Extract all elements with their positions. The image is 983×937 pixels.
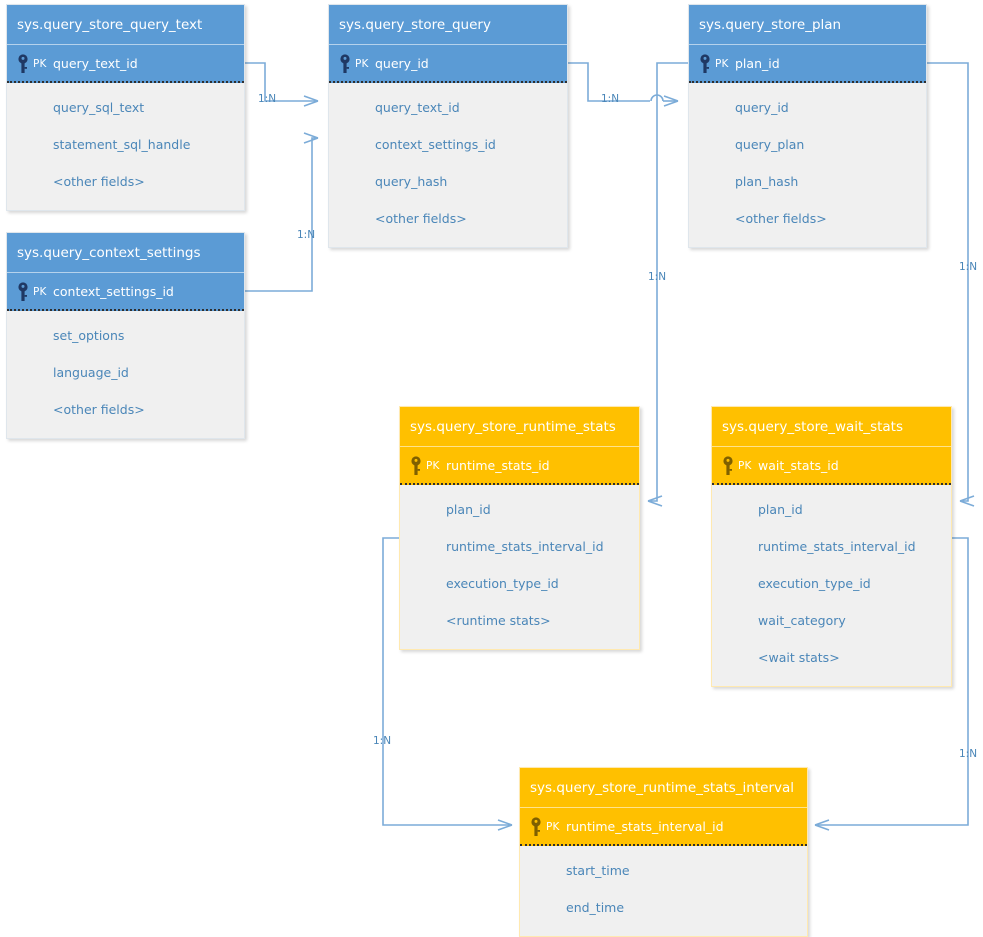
key-icon [339,45,351,83]
field-row: plan_id [758,502,803,517]
primary-key-row[interactable]: PK plan_id [689,45,926,83]
entity-query-store-plan[interactable]: sys.query_store_plan PK plan_id query_id… [688,4,927,248]
entity-query-store-query-text[interactable]: sys.query_store_query_text PK query_text… [6,4,245,211]
pk-tag: PK [738,460,752,472]
cardinality-label-r3: 1:N [601,93,620,105]
entity-query-store-wait-stats[interactable]: sys.query_store_wait_stats PK wait_stats… [711,406,952,687]
key-icon [410,447,422,485]
entity-query-store-runtime-stats[interactable]: sys.query_store_runtime_stats PK runtime… [399,406,640,650]
pk-tag: PK [33,286,47,298]
field-row: language_id [53,365,129,380]
pk-field-name: runtime_stats_id [446,458,550,473]
field-row: <wait stats> [758,650,840,665]
field-row: runtime_stats_interval_id [446,539,604,554]
field-row: context_settings_id [375,137,496,152]
entity-title: sys.query_store_runtime_stats [400,407,639,447]
cardinality-label-r5: 1:N [959,261,978,273]
field-row: execution_type_id [758,576,871,591]
key-icon [722,447,734,485]
pk-field-name: wait_stats_id [758,458,839,473]
pk-field-name: query_text_id [53,56,138,71]
field-row: query_text_id [375,100,460,115]
field-list: plan_id runtime_stats_interval_id execut… [400,485,639,649]
pk-tag: PK [546,821,560,833]
key-icon [530,808,542,846]
entity-title: sys.query_store_query_text [7,5,244,45]
field-row: <other fields> [375,211,467,226]
pk-tag: PK [355,58,369,70]
entity-query-store-runtime-stats-interval[interactable]: sys.query_store_runtime_stats_interval P… [519,767,808,937]
field-row: runtime_stats_interval_id [758,539,916,554]
field-row: set_options [53,328,125,343]
key-icon [699,45,711,83]
field-row: end_time [566,900,625,915]
field-row: query_sql_text [53,100,145,115]
field-row: query_plan [735,137,805,152]
entity-title: sys.query_store_runtime_stats_interval [520,768,807,808]
pk-field-name: plan_id [735,56,780,71]
primary-key-row[interactable]: PK query_id [329,45,567,83]
field-row: query_id [735,100,789,115]
pk-tag: PK [33,58,47,70]
entity-query-context-settings[interactable]: sys.query_context_settings PK context_se… [6,232,245,439]
primary-key-row[interactable]: PK wait_stats_id [712,447,951,485]
field-row: start_time [566,863,630,878]
entity-title: sys.query_store_wait_stats [712,407,951,447]
field-list: set_options language_id <other fields> [7,311,244,438]
primary-key-row[interactable]: PK query_text_id [7,45,244,83]
field-row: wait_category [758,613,846,628]
field-list: query_id query_plan plan_hash <other fie… [689,83,926,247]
field-list: start_time end_time [520,846,807,936]
entity-title: sys.query_store_query [329,5,567,45]
entity-title: sys.query_store_plan [689,5,926,45]
entity-title: sys.query_context_settings [7,233,244,273]
field-list: query_sql_text statement_sql_handle <oth… [7,83,244,210]
pk-field-name: context_settings_id [53,284,174,299]
field-list: query_text_id context_settings_id query_… [329,83,567,247]
cardinality-label-r6: 1:N [373,735,392,747]
entity-query-store-query[interactable]: sys.query_store_query PK query_id query_… [328,4,568,248]
field-list: plan_id runtime_stats_interval_id execut… [712,485,951,686]
cardinality-label-r4: 1:N [648,271,667,283]
field-row: query_hash [375,174,448,189]
key-icon [17,45,29,83]
field-row: plan_hash [735,174,799,189]
cardinality-label-r2: 1:N [297,229,316,241]
field-row: <other fields> [53,402,145,417]
pk-tag: PK [426,460,440,472]
cardinality-label-r7: 1:N [959,748,978,760]
primary-key-row[interactable]: PK runtime_stats_interval_id [520,808,807,846]
field-row: <runtime stats> [446,613,551,628]
field-row: execution_type_id [446,576,559,591]
field-row: <other fields> [735,211,827,226]
field-row: <other fields> [53,174,145,189]
key-icon [17,273,29,311]
pk-field-name: runtime_stats_interval_id [566,819,724,834]
pk-tag: PK [715,58,729,70]
cardinality-label-r1: 1:N [258,93,277,105]
primary-key-row[interactable]: PK runtime_stats_id [400,447,639,485]
pk-field-name: query_id [375,56,429,71]
field-row: plan_id [446,502,491,517]
field-row: statement_sql_handle [53,137,191,152]
primary-key-row[interactable]: PK context_settings_id [7,273,244,311]
